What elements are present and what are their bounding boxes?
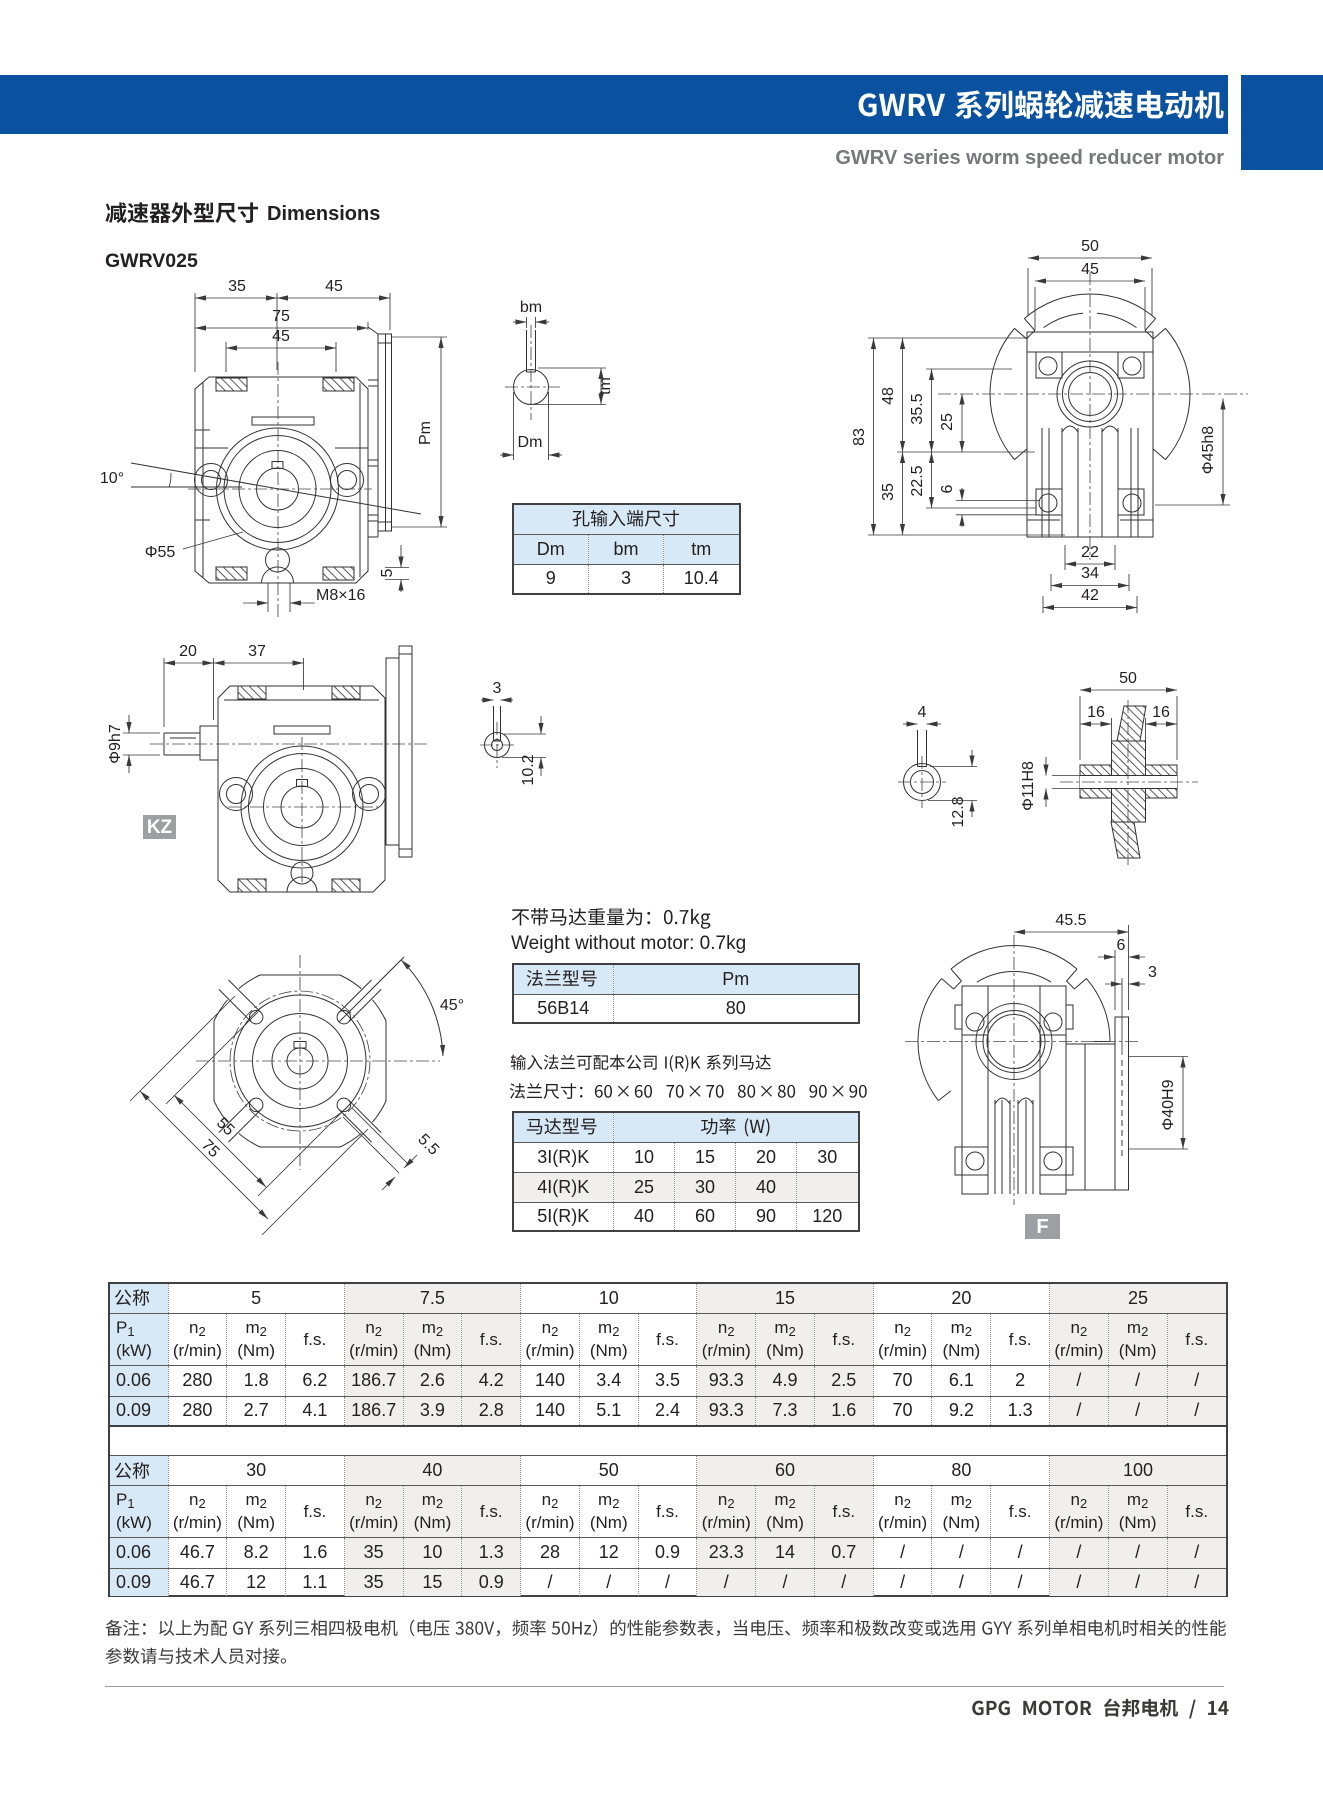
svg-text:16: 16 bbox=[1152, 704, 1170, 721]
svg-text:45°: 45° bbox=[440, 997, 464, 1014]
svg-text:22.5: 22.5 bbox=[909, 465, 926, 496]
svg-text:Pm: Pm bbox=[417, 421, 434, 445]
svg-text:Φ40H9: Φ40H9 bbox=[1160, 1079, 1177, 1130]
svg-text:3: 3 bbox=[1148, 964, 1157, 981]
svg-text:45.5: 45.5 bbox=[1055, 912, 1086, 929]
svg-text:37: 37 bbox=[248, 643, 266, 660]
svg-text:45: 45 bbox=[325, 278, 343, 295]
svg-text:35: 35 bbox=[880, 483, 897, 501]
svg-text:45: 45 bbox=[1081, 261, 1099, 278]
svg-text:20: 20 bbox=[179, 643, 197, 660]
svg-text:5: 5 bbox=[379, 568, 396, 577]
svg-text:48: 48 bbox=[880, 387, 897, 405]
svg-text:22: 22 bbox=[1081, 544, 1099, 561]
svg-text:6: 6 bbox=[939, 484, 956, 493]
svg-text:Φ55: Φ55 bbox=[145, 544, 176, 561]
svg-text:50: 50 bbox=[1081, 238, 1099, 255]
svg-text:35.5: 35.5 bbox=[909, 393, 926, 424]
svg-text:50: 50 bbox=[1119, 670, 1137, 687]
svg-text:Dm: Dm bbox=[518, 434, 543, 451]
svg-text:5.5: 5.5 bbox=[414, 1131, 442, 1159]
svg-text:25: 25 bbox=[939, 413, 956, 431]
svg-text:bm: bm bbox=[520, 299, 542, 316]
svg-text:6: 6 bbox=[1117, 937, 1126, 954]
svg-text:Φ45h8: Φ45h8 bbox=[1200, 426, 1217, 474]
svg-text:42: 42 bbox=[1081, 587, 1099, 604]
svg-text:45: 45 bbox=[272, 328, 290, 345]
svg-text:16: 16 bbox=[1087, 704, 1105, 721]
svg-text:Φ11H8: Φ11H8 bbox=[1020, 761, 1037, 811]
svg-text:3: 3 bbox=[493, 680, 502, 697]
svg-text:34: 34 bbox=[1081, 565, 1099, 582]
svg-text:75: 75 bbox=[198, 1137, 223, 1162]
svg-text:12.8: 12.8 bbox=[950, 796, 967, 827]
svg-text:10.2: 10.2 bbox=[520, 754, 537, 785]
svg-text:KZ: KZ bbox=[147, 817, 173, 838]
svg-text:4: 4 bbox=[918, 704, 927, 721]
svg-text:F: F bbox=[1036, 1216, 1048, 1238]
svg-text:10°: 10° bbox=[100, 470, 124, 487]
svg-text:tm: tm bbox=[597, 377, 614, 395]
svg-text:83: 83 bbox=[851, 428, 868, 446]
svg-text:Φ9h7: Φ9h7 bbox=[107, 724, 124, 764]
svg-text:75: 75 bbox=[272, 308, 290, 325]
svg-text:35: 35 bbox=[228, 278, 246, 295]
svg-text:55: 55 bbox=[213, 1115, 238, 1140]
svg-text:M8×16: M8×16 bbox=[316, 587, 365, 604]
